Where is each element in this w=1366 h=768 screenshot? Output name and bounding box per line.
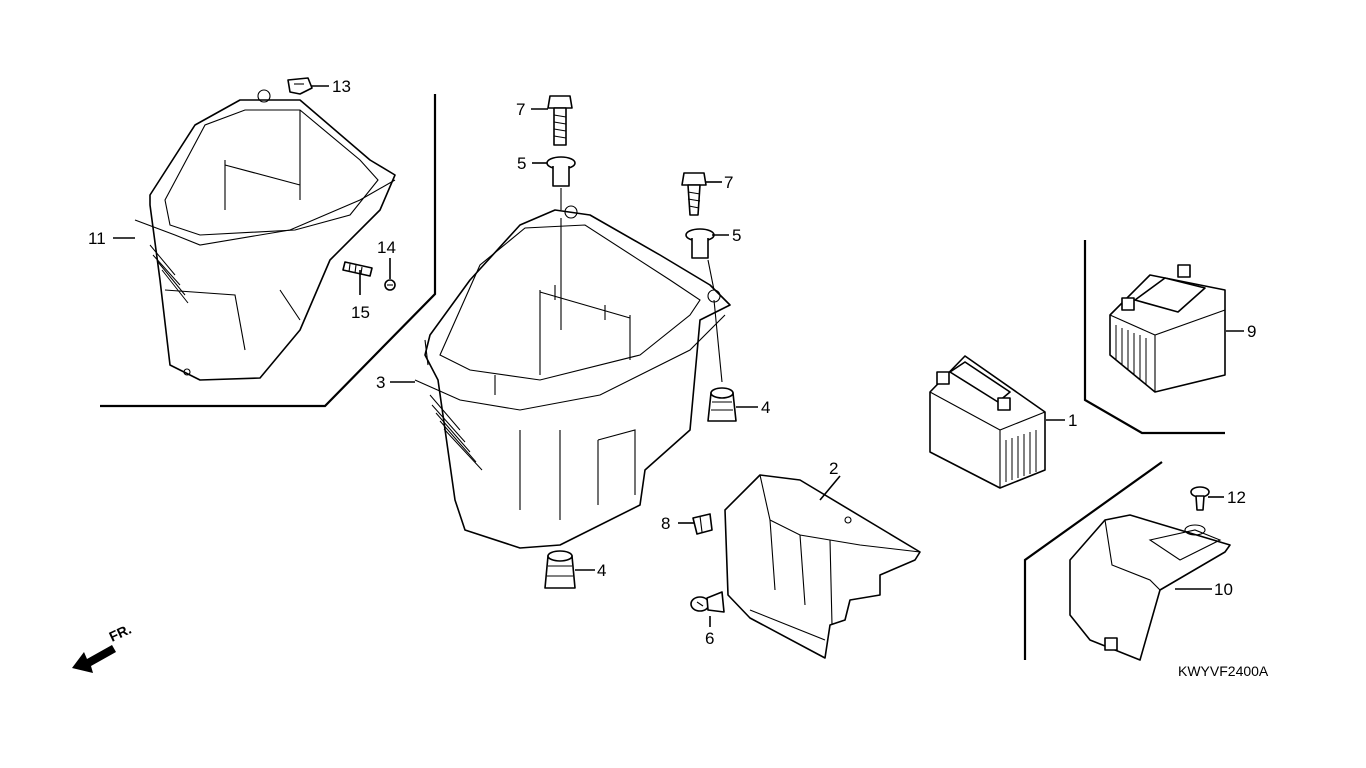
luggage-box-icon: [414, 205, 731, 549]
direction-label: FR.: [107, 621, 134, 645]
battery-icon: [929, 355, 1046, 489]
callout-5a: 5: [517, 154, 526, 173]
rubber-cushion-icon: [544, 550, 576, 589]
clip-icon: [287, 77, 313, 95]
flange-bolt-icon: [681, 172, 707, 216]
callout-3: 3: [376, 373, 385, 392]
rubber-cushion-icon: [707, 387, 737, 422]
trim-clip-icon: [690, 591, 725, 613]
battery-cover-icon: [1069, 514, 1231, 661]
battery-cover-icon: [724, 474, 921, 659]
callout-12: 12: [1227, 488, 1246, 507]
callout-5b: 5: [732, 226, 741, 245]
callout-1: 1: [1068, 411, 1077, 430]
flange-bolt-icon: [547, 95, 573, 146]
callout-14: 14: [377, 238, 396, 257]
callout-leaders: [113, 85, 1244, 627]
battery-icon: [1109, 264, 1226, 393]
luggage-box-icon: [134, 89, 396, 381]
inset-border-right-top: [1083, 240, 1225, 435]
inset-border-left: [100, 94, 437, 408]
callout-2: 2: [829, 459, 838, 478]
callout-13: 13: [332, 77, 351, 96]
direction-arrow-icon: [72, 645, 116, 673]
callout-8: 8: [661, 514, 670, 533]
screw-icon: [384, 279, 396, 291]
clip-icon: [692, 513, 713, 535]
collar-icon: [546, 156, 576, 187]
spring-icon: [342, 261, 373, 277]
callout-6: 6: [705, 629, 714, 648]
callout-15: 15: [351, 303, 370, 322]
screw-icon: [1190, 486, 1210, 511]
drawing-code: KWYVF2400A: [1178, 663, 1269, 679]
callout-4a: 4: [761, 398, 770, 417]
collar-icon: [685, 228, 715, 259]
callout-11: 11: [88, 229, 106, 248]
callout-4b: 4: [597, 561, 606, 580]
callout-10: 10: [1214, 580, 1233, 599]
callout-9: 9: [1247, 322, 1256, 341]
inset-border-right-bottom: [1023, 461, 1163, 660]
callout-7b: 7: [724, 173, 733, 192]
callout-7a: 7: [516, 100, 525, 119]
